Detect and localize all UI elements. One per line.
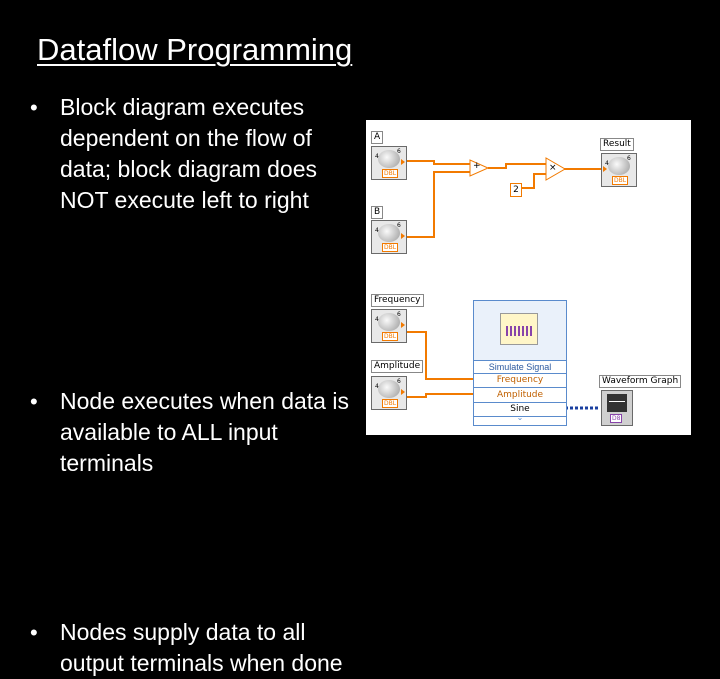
indicator-result: 4 6 DBL: [601, 153, 637, 187]
output-sine: Sine: [474, 402, 566, 417]
block-diagram: + × 2 A 4 6 DBL B 4 6 DBL Frequency 4 6 …: [366, 120, 691, 435]
knob-dial: [378, 313, 400, 331]
expand-chevron-icon: ⌄: [516, 413, 524, 422]
add-symbol: +: [473, 161, 481, 171]
knob-a: 4 6 DBL: [371, 146, 407, 180]
bullet-item: Node executes when data is available to …: [30, 386, 365, 479]
simulate-signal-node: Simulate Signal Frequency Amplitude Sine…: [473, 300, 567, 426]
label-result: Result: [600, 138, 634, 151]
terminal-arrow-icon: [401, 322, 405, 328]
terminal-arrow-icon: [603, 166, 607, 172]
knob-b: 4 6 DBL: [371, 220, 407, 254]
multiply-symbol: ×: [549, 163, 557, 173]
graph-icon: [607, 394, 627, 412]
label-a: A: [371, 131, 384, 144]
bullet-list: Block diagram executes dependent on the …: [30, 92, 365, 676]
input-frequency: Frequency: [474, 373, 566, 388]
terminal-arrow-icon: [401, 233, 405, 239]
input-amplitude: Amplitude: [474, 388, 566, 403]
node-name: Simulate Signal: [474, 360, 566, 374]
label-waveform-graph: Waveform Graph: [599, 375, 682, 388]
slide-title: Dataflow Programming: [37, 32, 353, 67]
knob-dial: [608, 157, 630, 175]
knob-dial: [378, 380, 400, 398]
wires: [407, 157, 601, 410]
terminal-arrow-icon: [401, 389, 405, 395]
label-amplitude: Amplitude: [371, 360, 424, 373]
waveform-graph-terminal: D8: [601, 390, 633, 426]
terminal-arrow-icon: [401, 159, 405, 165]
waveform-icon: [500, 313, 538, 345]
bullet-item: Nodes supply data to all output terminal…: [30, 617, 365, 679]
bullet-item: Block diagram executes dependent on the …: [30, 92, 365, 216]
knob-dial: [378, 150, 400, 168]
label-b: B: [371, 206, 384, 219]
constant-two: 2: [510, 183, 522, 197]
knob-dial: [378, 224, 400, 242]
label-frequency: Frequency: [371, 294, 424, 307]
knob-frequency: 4 6 DBL: [371, 309, 407, 343]
knob-amplitude: 4 6 DBL: [371, 376, 407, 410]
